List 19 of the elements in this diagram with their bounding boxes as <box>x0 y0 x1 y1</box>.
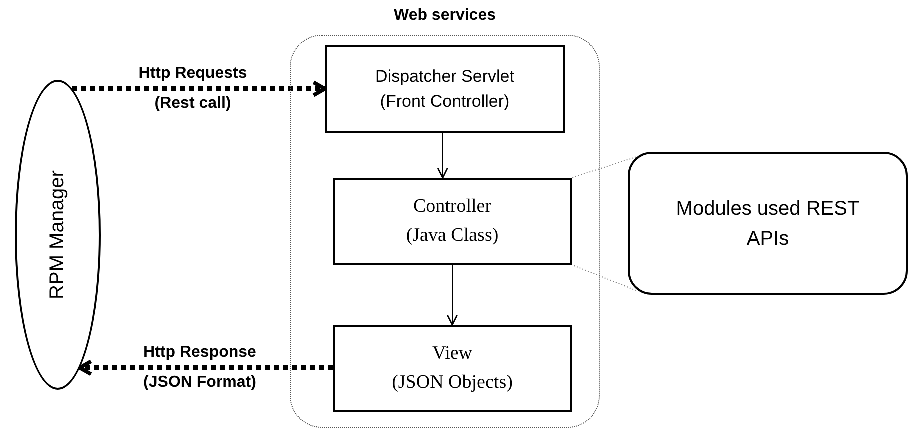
arrow <box>72 80 327 98</box>
group-heading: Web services <box>393 7 497 25</box>
box-label: View (JSON Objects) <box>391 342 514 394</box>
box-label: Dispatcher Servlet (Front Controller) <box>374 66 516 113</box>
callout-box <box>628 152 908 295</box>
leader-line <box>572 264 637 292</box>
actor-label: RPM Manager <box>46 170 70 300</box>
edge-label: Http Response <box>144 344 256 362</box>
edge-label: (JSON Format) <box>144 374 256 392</box>
box-label: Controller (Java Class) <box>405 195 500 248</box>
process-box <box>333 325 572 412</box>
arrow <box>437 132 448 179</box>
arrow <box>78 360 333 376</box>
process-box <box>333 178 572 265</box>
process-box <box>325 45 565 133</box>
callout-text: Modules used REST APIs <box>675 196 861 252</box>
edge-label: (Rest call) <box>154 95 232 113</box>
edge-label: Http Requests <box>138 65 248 83</box>
arrow <box>446 264 458 326</box>
